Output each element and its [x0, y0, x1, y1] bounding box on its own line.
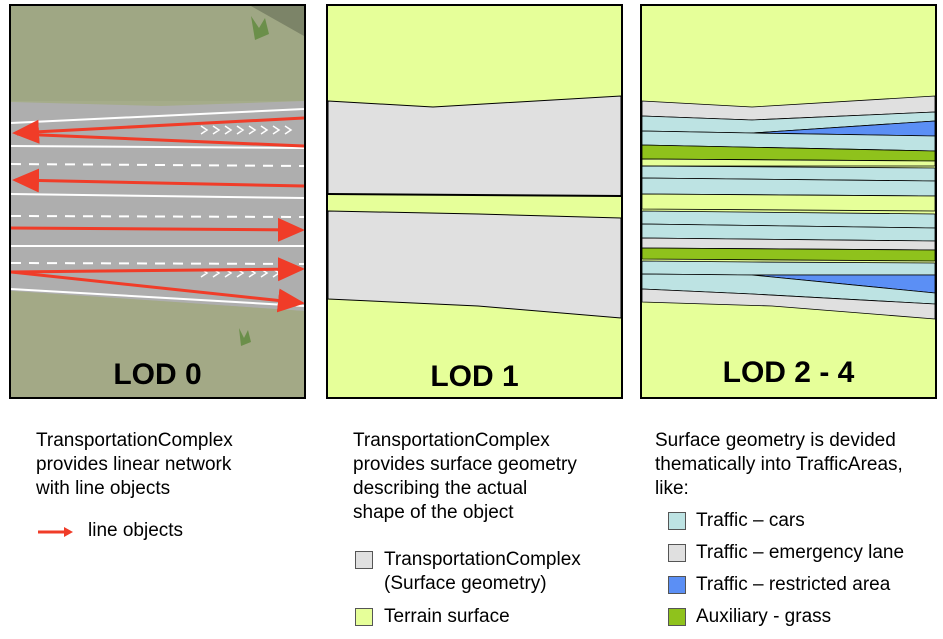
- legend-label: (Surface geometry): [384, 573, 547, 594]
- description-line: thematically into TrafficAreas,: [655, 454, 903, 475]
- description-line: describing the actual: [353, 478, 528, 499]
- description-line: Surface geometry is devided: [655, 430, 896, 451]
- lod2-4-title: LOD 2 - 4: [722, 356, 855, 389]
- lod0-panel: LOD 0: [9, 4, 306, 399]
- legend-label: line objects: [88, 520, 184, 541]
- line-object-arrow: [11, 217, 304, 242]
- lod1-description: TransportationComplex provides surface g…: [353, 429, 577, 525]
- line-object-arrow: [12, 116, 304, 144]
- swatch-auxiliary-grass: [668, 608, 686, 626]
- description-line: TransportationComplex: [353, 430, 550, 451]
- swatch-traffic-cars: [668, 512, 686, 530]
- description-line: like:: [655, 478, 689, 499]
- legend-label: Auxiliary - grass: [696, 606, 832, 627]
- legend-label: Terrain surface: [384, 606, 510, 627]
- lod0-description: TransportationComplex provides linear ne…: [36, 429, 233, 501]
- description-line: provides linear network: [36, 454, 232, 475]
- legend-label: TransportationComplex: [384, 549, 581, 570]
- description-line: shape of the object: [353, 502, 514, 523]
- lod0-title: LOD 0: [113, 358, 202, 391]
- lod1-title: LOD 1: [430, 360, 519, 393]
- swatch-traffic-emergency-lane: [668, 544, 686, 562]
- legend-label: Traffic – cars: [696, 510, 805, 531]
- swatch-terrain-surface: [355, 608, 373, 626]
- legend-label: Traffic – emergency lane: [696, 542, 905, 563]
- line-object-arrow: [12, 168, 304, 193]
- lod1-panel: LOD 1: [326, 4, 623, 399]
- description-line: provides surface geometry: [353, 454, 577, 475]
- swatch-transportationcomplex: [355, 551, 373, 569]
- legend-label: Traffic – restricted area: [696, 574, 891, 595]
- lod2-4-panel: LOD 2 - 4: [640, 4, 937, 399]
- lod0-road-illustration: [11, 6, 304, 397]
- line-object-arrow: [11, 257, 304, 282]
- line-object-arrow: [11, 270, 304, 313]
- description-line: TransportationComplex: [36, 430, 233, 451]
- lod2-4-description: Surface geometry is devided thematically…: [655, 429, 903, 501]
- lod1-surface-illustration: [328, 6, 621, 397]
- red-arrow-icon: [38, 527, 73, 537]
- swatch-traffic-restricted-area: [668, 576, 686, 594]
- description-line: with line objects: [36, 478, 171, 499]
- lod2-trafficareas-illustration: [642, 6, 935, 397]
